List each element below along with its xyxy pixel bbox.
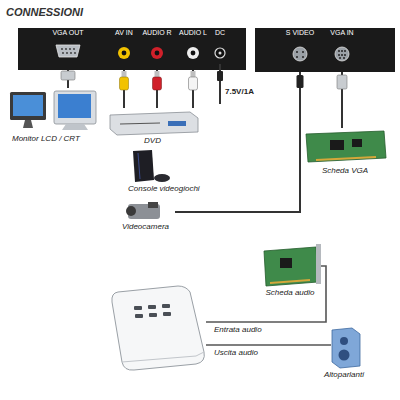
converter-box-edge: [122, 352, 204, 362]
card-bracket: [316, 244, 321, 284]
port: AUDIO L: [176, 29, 210, 61]
audio-in-wire: [206, 266, 326, 322]
camcorder-screen: [148, 202, 158, 208]
converter-buttons: [134, 304, 171, 318]
audio-out-wire: [206, 344, 331, 346]
port: AV IN: [107, 29, 141, 61]
back-panel: [18, 28, 246, 70]
vga-card: [306, 131, 386, 162]
vga-plug: [61, 71, 75, 80]
diagram-title: CONNESSIONI: [6, 6, 83, 19]
crt-screen: [58, 94, 91, 118]
device-caption: Altoparlanti: [306, 370, 382, 379]
lcd-monitor: [10, 92, 46, 120]
game-console: [133, 150, 154, 182]
dvd-display: [168, 121, 186, 126]
rca-jack: [122, 51, 127, 56]
port-label: VGA OUT: [51, 29, 85, 37]
vga-in-pins: [338, 50, 346, 59]
rca-jack: [187, 47, 199, 59]
rca-jack: [191, 51, 196, 56]
svideo-pins: [296, 51, 304, 58]
lcd-stand: [23, 120, 33, 128]
rca-plug: [120, 77, 129, 90]
device-caption: Scheda VGA: [300, 166, 390, 175]
device: Scheda VGA: [300, 128, 390, 175]
vga-in-port: [335, 47, 349, 61]
port: S VIDEO: [283, 29, 317, 61]
rca-plug: [153, 77, 162, 90]
device-caption: Monitor LCD / CRT: [12, 134, 102, 143]
rca-jack: [151, 47, 163, 59]
device-caption: DVD: [105, 136, 200, 145]
game-controller: [154, 174, 170, 182]
port: DC: [203, 29, 237, 61]
device: Scheda audio: [258, 246, 322, 297]
card-chip: [280, 258, 292, 268]
card-contacts: [316, 157, 376, 160]
device-caption: Console videogiochi: [128, 184, 215, 193]
dc-jack: [219, 52, 222, 55]
device-caption: Scheda audio: [258, 288, 322, 297]
power-rating: 7.5V/1A: [225, 87, 254, 96]
rca-plug: [191, 71, 196, 77]
rca-plug: [122, 71, 127, 77]
lcd-screen: [13, 95, 43, 116]
port-label: S VIDEO: [283, 29, 317, 37]
converter-box: [112, 286, 204, 370]
card-chip: [352, 139, 362, 147]
svideo-port: [293, 47, 307, 61]
rca-plug: [189, 77, 198, 90]
dvd-player: [110, 112, 198, 135]
card-chip: [330, 140, 344, 150]
port-label: AUDIO L: [176, 29, 210, 37]
vga-plug: [337, 75, 347, 89]
dc-jack: [215, 48, 225, 58]
device: Console videogiochi: [120, 148, 215, 193]
port-label: AUDIO R: [140, 29, 174, 37]
device: Monitor LCD / CRT: [6, 88, 102, 143]
camcorder-lens: [126, 206, 136, 216]
vga-pins: [61, 48, 76, 54]
dvd-slot: [120, 123, 160, 124]
speaker-cone: [340, 337, 348, 345]
sound-card: [264, 247, 318, 286]
dc-wire: [219, 64, 221, 104]
speaker: [332, 328, 360, 368]
console-line: [138, 153, 140, 179]
dc-plug: [217, 71, 223, 81]
rca-jack: [118, 47, 130, 59]
vga-port: [56, 45, 80, 57]
speaker-cone: [339, 350, 350, 361]
port-label: AV IN: [107, 29, 141, 37]
port: VGA OUT: [51, 29, 85, 61]
port: AUDIO R: [140, 29, 174, 61]
port-label: VGA IN: [325, 29, 359, 37]
device-caption: Videocamera: [122, 222, 175, 231]
device: Videocamera: [118, 200, 175, 231]
wire-label: Entrata audio: [212, 325, 264, 334]
svideo-plug: [297, 75, 304, 88]
wire-label: Uscita audio: [212, 348, 260, 357]
rca-jack: [155, 51, 160, 56]
device: DVD: [105, 108, 200, 145]
crt-monitor: [54, 91, 96, 124]
back-panel: [255, 28, 395, 72]
crt-stand: [62, 124, 88, 130]
device: Altoparlanti: [306, 326, 382, 379]
port: VGA IN: [325, 29, 359, 61]
port-label: DC: [203, 29, 237, 37]
rca-plug: [155, 71, 160, 77]
card-contacts: [270, 280, 310, 283]
